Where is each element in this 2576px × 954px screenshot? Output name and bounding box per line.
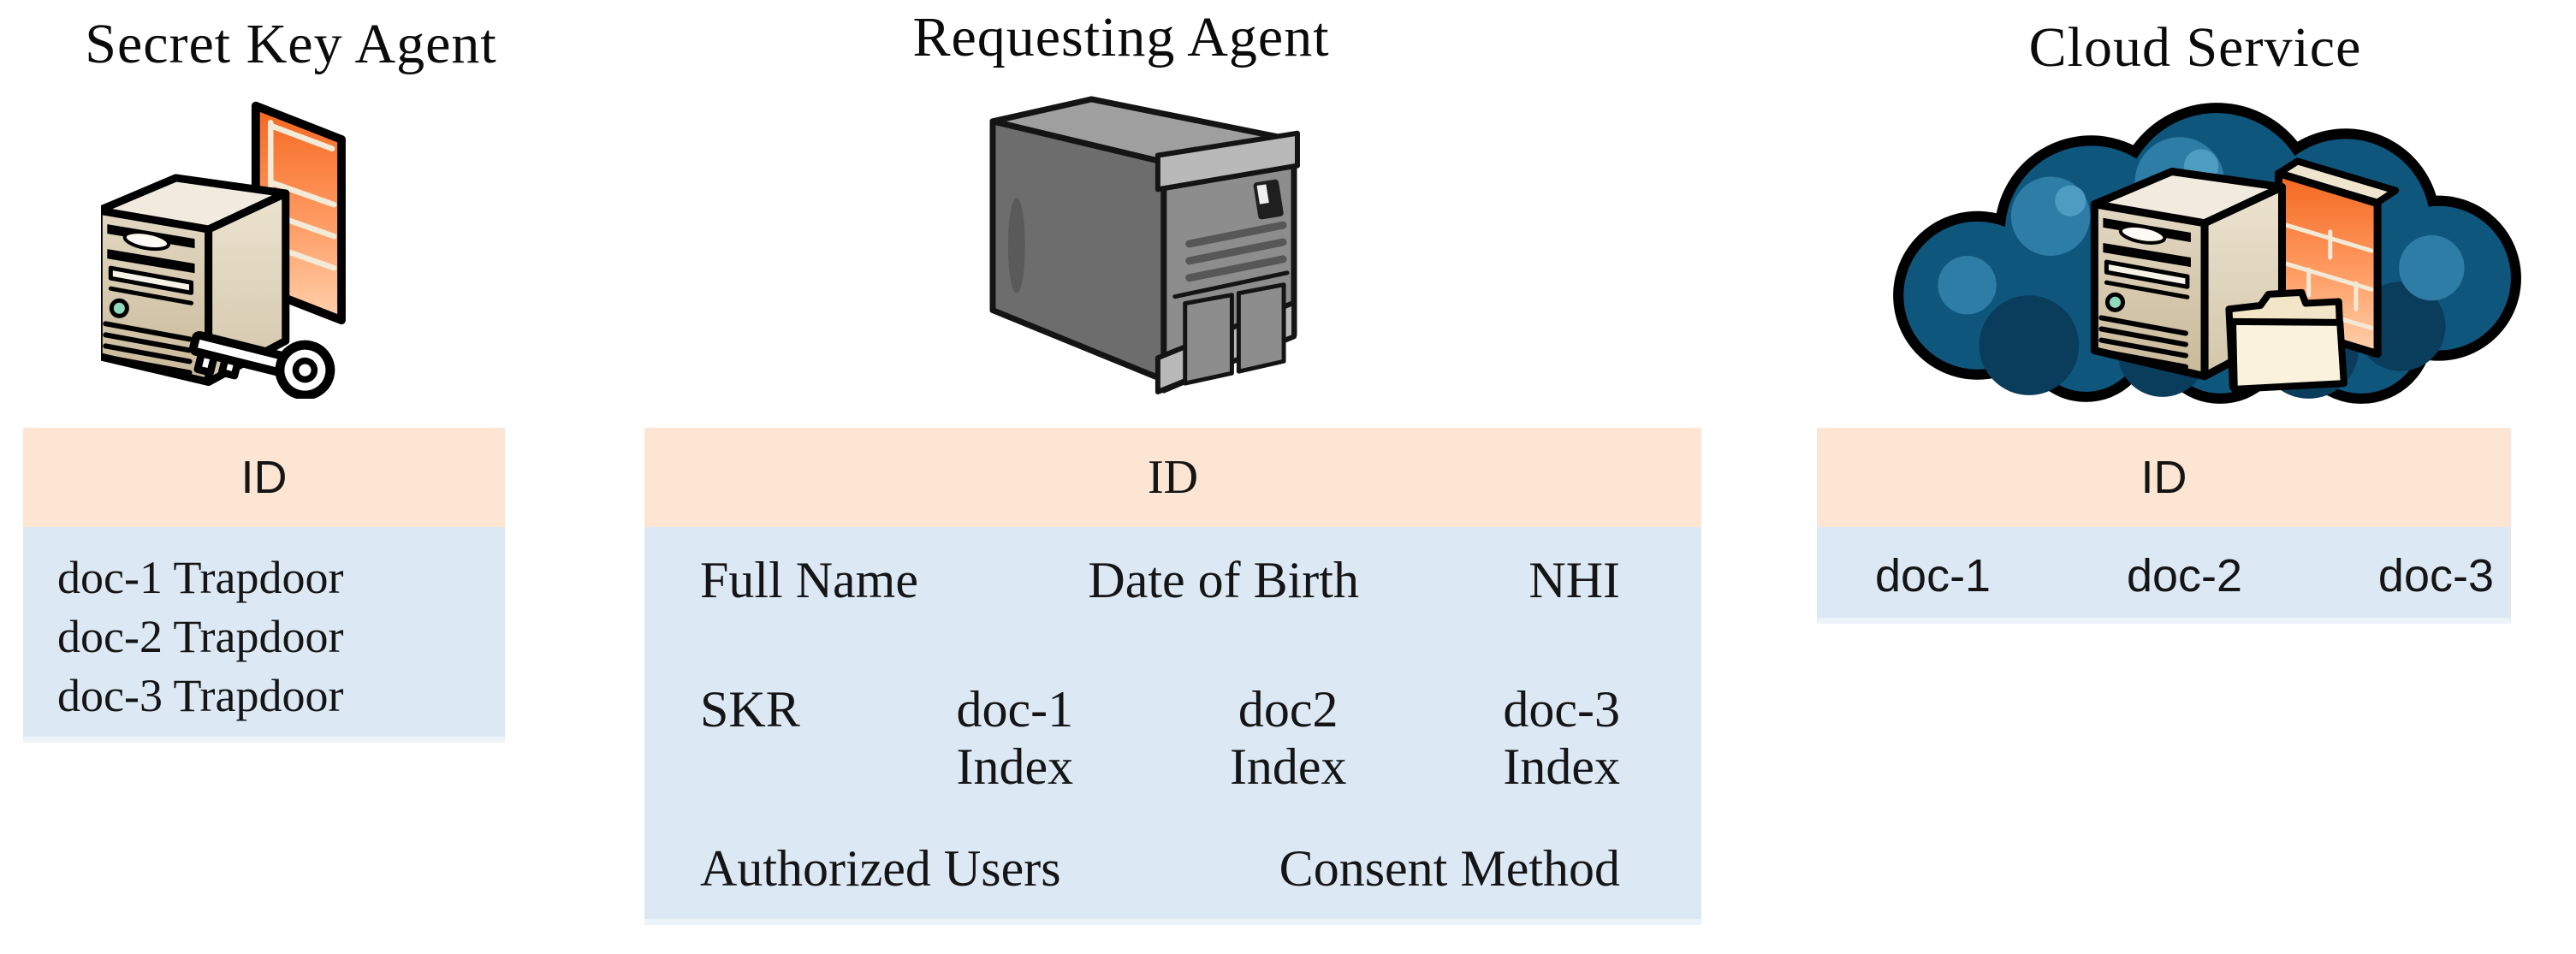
consent-method-label: Consent Method [1279, 840, 1620, 897]
doc3-index-cell: doc-3 Index [1503, 681, 1620, 796]
doc-id: doc-3 [1503, 681, 1620, 738]
doc-id: doc2 [1238, 681, 1338, 738]
table-cell: doc-2 [2126, 549, 2243, 601]
table-cell: doc-3 [2377, 549, 2494, 601]
table-cell: doc-1 [1875, 549, 1991, 601]
skr-index-row: SKR doc-1 Index doc2 Index doc-3 Index [700, 681, 1620, 796]
table-row: doc-1 Trapdoor [57, 552, 344, 603]
table-header: ID [644, 428, 1701, 527]
server-tower-icon [989, 96, 1300, 395]
attributes-row: Full Name Date of Birth NHI [700, 551, 1620, 610]
table-body: Full Name Date of Birth NHI SKR doc-1 In… [644, 527, 1701, 925]
secret-key-agent-title: Secret Key Agent [85, 13, 497, 75]
server-key-icon [101, 101, 346, 399]
attribute-full-name: Full Name [700, 552, 918, 608]
table-row: doc-3 Trapdoor [57, 670, 344, 721]
footer-row: Authorized Users Consent Method [700, 839, 1620, 898]
attribute-date-of-birth: Date of Birth [1088, 552, 1359, 608]
cloud-server-icon [1893, 103, 2521, 404]
table-row: doc-2 Trapdoor [57, 611, 344, 662]
doc1-index-cell: doc-1 Index [957, 681, 1074, 796]
index-label: Index [956, 738, 1074, 795]
doc2-index-cell: doc2 Index [1230, 681, 1347, 796]
table-header: ID [1817, 428, 2511, 527]
index-label: Index [1229, 738, 1347, 795]
table-body: doc-1 doc-2 doc-3 [1817, 527, 2511, 624]
requesting-agent-table: ID Full Name Date of Birth NHI SKR doc-1… [644, 428, 1701, 925]
table-body: doc-1 Trapdoor doc-2 Trapdoor doc-3 Trap… [23, 527, 505, 743]
skr-label: SKR [700, 681, 800, 738]
secret-key-agent-table: ID doc-1 Trapdoor doc-2 Trapdoor doc-3 T… [23, 428, 505, 743]
attribute-nhi: NHI [1528, 552, 1620, 608]
cloud-service-table: ID doc-1 doc-2 doc-3 [1817, 428, 2511, 624]
cloud-service-title: Cloud Service [2028, 16, 2362, 79]
authorized-users-label: Authorized Users [700, 840, 1061, 897]
doc-id: doc-1 [956, 681, 1074, 738]
requesting-agent-title: Requesting Agent [912, 6, 1330, 68]
table-header: ID [23, 428, 505, 527]
index-label: Index [1503, 738, 1620, 795]
